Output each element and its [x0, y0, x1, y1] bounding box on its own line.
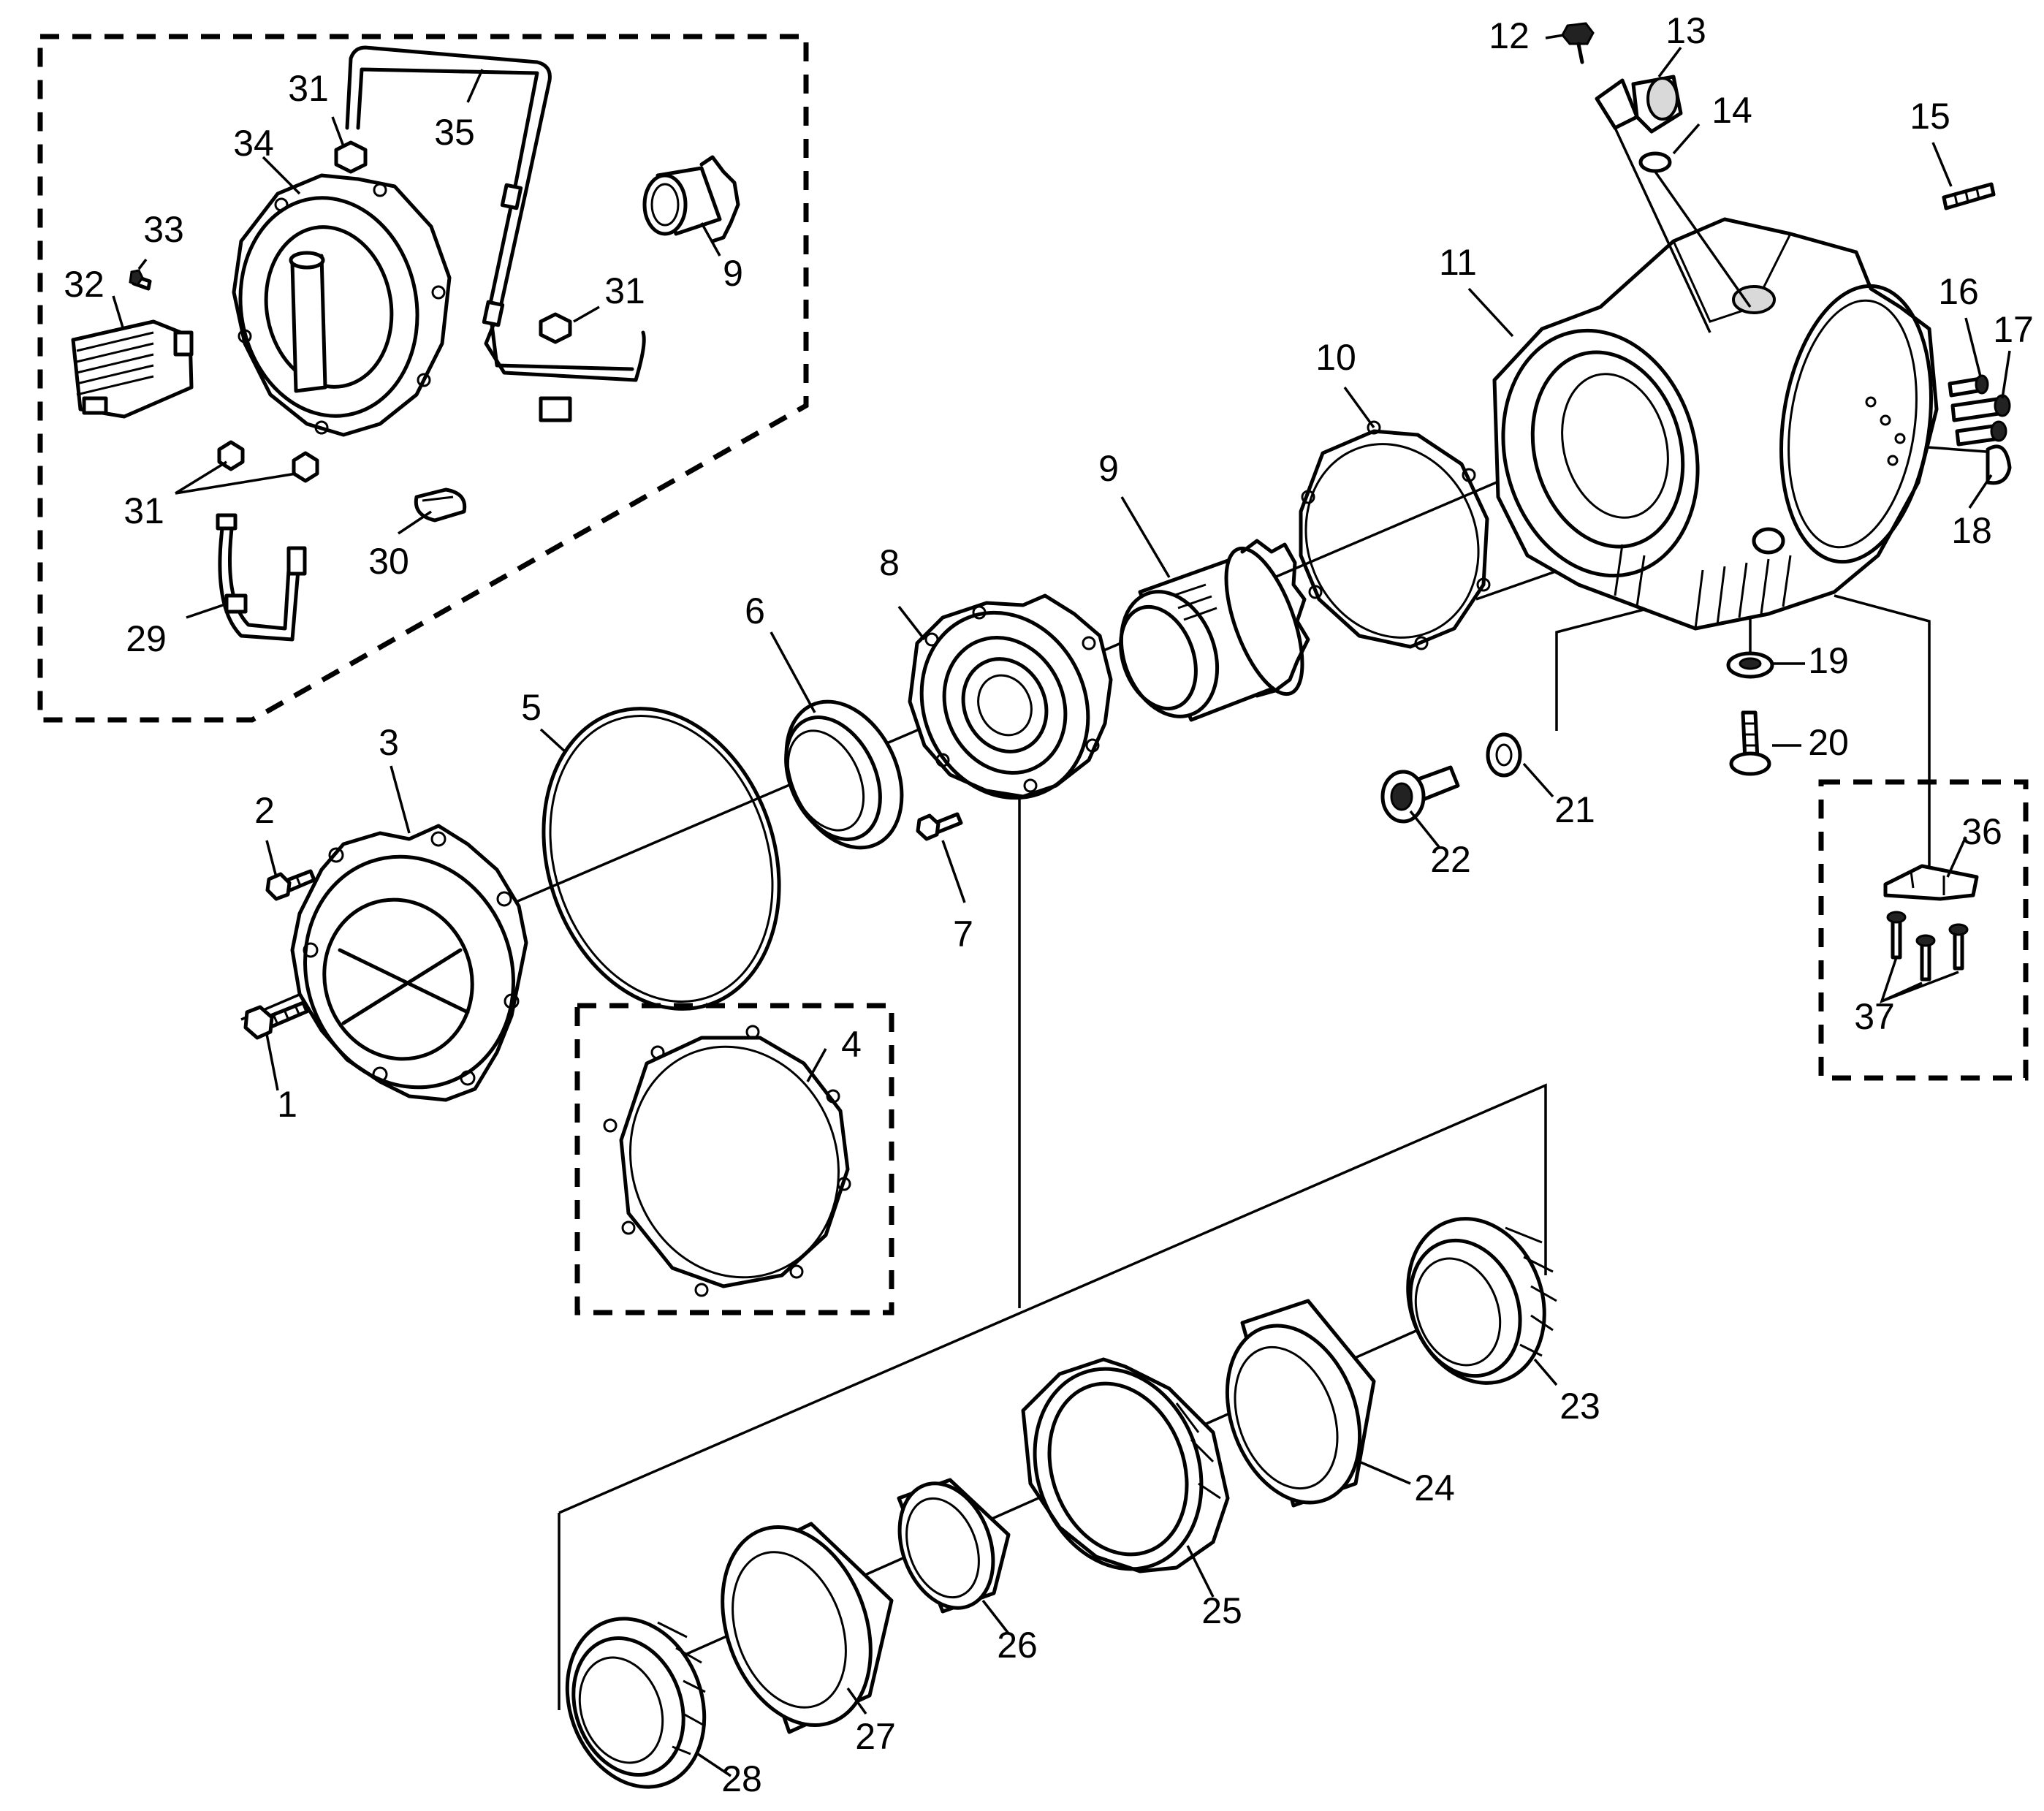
part-33-bolt: [129, 269, 152, 291]
callout-20: 20: [1808, 722, 1849, 763]
callout-7: 7: [953, 914, 973, 954]
callout-16: 16: [1938, 271, 1979, 312]
callout-22: 22: [1430, 839, 1471, 880]
callout-32: 32: [64, 264, 105, 305]
part-29-hose: [216, 513, 307, 642]
part-31-nut-upper: [334, 140, 368, 174]
part-23-bearing: [1406, 1217, 1557, 1385]
part-14-washer: [1638, 151, 1752, 308]
callout-10: 10: [1315, 337, 1356, 378]
part-9-gear-sleeve: [1119, 539, 1310, 722]
callout-21: 21: [1554, 789, 1595, 830]
part-36-bracket: [1883, 864, 1979, 901]
callout-4: 4: [841, 1024, 862, 1065]
part-32-oil-cooler: [71, 319, 194, 419]
callout-31-lower: 31: [124, 490, 164, 531]
part-25-retainer: [1021, 1357, 1230, 1573]
leader-lines: [112, 34, 2011, 1777]
part-35-tube: [345, 45, 646, 422]
callout-8: 8: [879, 542, 900, 583]
part-22-plug: [1380, 765, 1460, 824]
callout-9-main: 9: [1098, 448, 1119, 489]
callout-11: 11: [1439, 242, 1477, 283]
part-8-retainer: [908, 593, 1113, 800]
callout-12: 12: [1489, 15, 1530, 56]
callout-2: 2: [254, 790, 275, 831]
callout-36: 36: [1961, 811, 2002, 852]
part-27-race: [721, 1522, 894, 1734]
callout-24: 24: [1414, 1468, 1455, 1508]
part-15-stud: [1942, 182, 1996, 210]
part-6-seal: [784, 699, 904, 850]
callout-33: 33: [143, 209, 184, 250]
callout-15: 15: [1910, 96, 1950, 137]
part-12-vent-bolt: [1561, 22, 1595, 64]
part-9-gear-sleeve-detail: [642, 155, 740, 243]
callout-9-detail: 9: [723, 253, 743, 294]
callout-23: 23: [1559, 1386, 1600, 1427]
callout-6: 6: [745, 591, 765, 631]
part-3-cover: [290, 824, 528, 1102]
part-1-bolt: [243, 1001, 309, 1040]
callout-27: 27: [855, 1716, 896, 1757]
callout-37: 37: [1854, 996, 1895, 1037]
part-4-gasket: [603, 1025, 851, 1297]
callout-1: 1: [277, 1084, 297, 1125]
callout-5: 5: [521, 687, 542, 728]
part-28-bearing: [565, 1617, 707, 1789]
callout-28: 28: [721, 1758, 762, 1799]
part-34-cover: [232, 173, 452, 437]
part-20-drain-bolt: [1729, 710, 1771, 776]
oil-cooler-group-box: [37, 34, 809, 723]
callout-labels: 1 2 3 4 5 6 7 8 9 10 11 12 13 14 15 16 1…: [64, 10, 2034, 1799]
part-18-seal-ring: [1986, 444, 2012, 485]
callout-19: 19: [1808, 640, 1849, 681]
bracket-group-box: [1818, 779, 2029, 1081]
part-11-housing: [1492, 217, 1939, 631]
part-19-washer: [1726, 651, 1774, 679]
callout-18: 18: [1951, 510, 1992, 551]
callout-3: 3: [379, 722, 399, 763]
part-37-screws: [1886, 911, 1969, 982]
part-2-bolt: [265, 869, 316, 901]
callout-31-right: 31: [604, 270, 645, 311]
part-5-o-ring: [542, 707, 781, 1011]
part-24-race: [1225, 1299, 1376, 1508]
part-26-seal: [897, 1478, 1011, 1614]
part-21-washer: [1486, 732, 1522, 778]
part-13-vent-fitting: [1595, 75, 1711, 333]
callout-25: 25: [1201, 1590, 1242, 1631]
part-10-gasket: [1299, 420, 1491, 650]
callout-17: 17: [1993, 309, 2034, 350]
bracket-36-line: [1834, 594, 1931, 866]
part-17-plug: [1950, 394, 2011, 447]
part-31-nut-right: [539, 312, 572, 344]
callout-31-upper: 31: [288, 68, 329, 109]
callout-34: 34: [233, 123, 274, 164]
part-31-nuts-lower: [217, 440, 319, 483]
gasket-group-box: [574, 1003, 894, 1315]
callout-35: 35: [434, 112, 475, 153]
callout-30: 30: [368, 541, 409, 582]
callout-29: 29: [126, 618, 167, 659]
callout-26: 26: [997, 1625, 1038, 1666]
bearing-group-bracket: [558, 789, 1547, 1710]
callout-14: 14: [1711, 90, 1752, 131]
part-5-o-ring-inner: [549, 715, 774, 1003]
part-7-bolt: [916, 812, 963, 841]
callout-13: 13: [1665, 10, 1706, 51]
part-16-plug: [1948, 374, 1989, 398]
